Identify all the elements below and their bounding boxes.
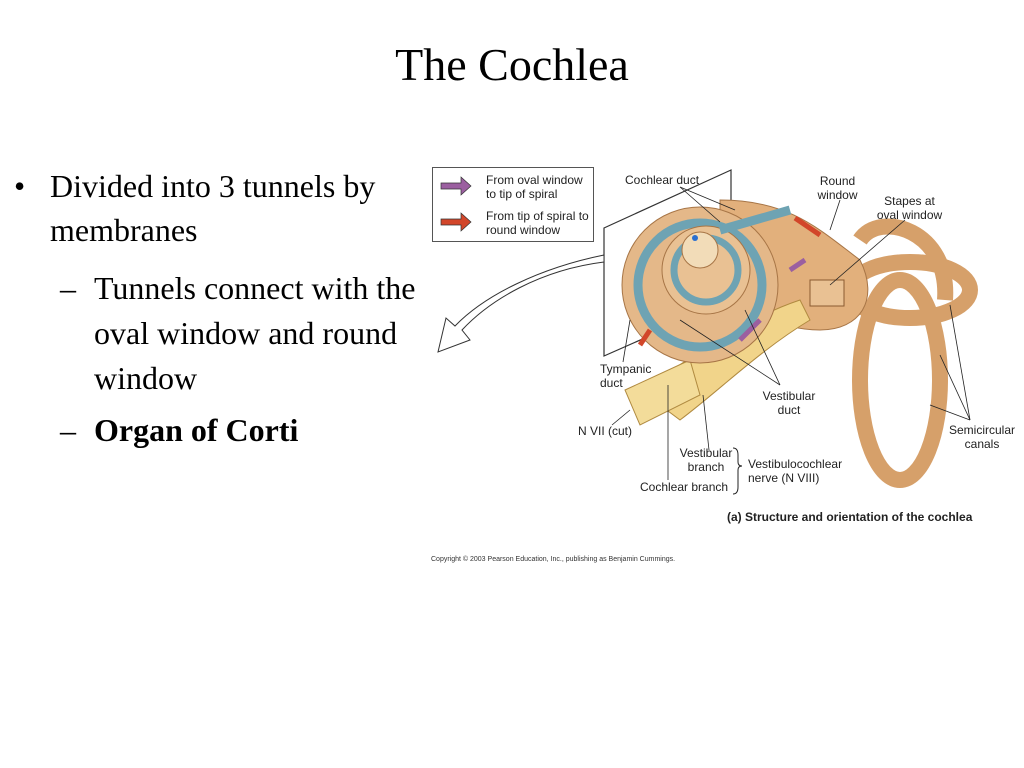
label-semicircular-canals: Semicircular canals xyxy=(948,423,1015,451)
label-n-vii: N VII (cut) xyxy=(578,424,633,438)
sub-bullet-2: – Organ of Corti xyxy=(60,408,420,453)
label-vestibular-branch: Vestibular branch xyxy=(679,446,733,474)
label-tympanic-duct: Tympanic duct xyxy=(600,362,652,390)
label-cochlear-duct: Cochlear duct xyxy=(625,173,700,187)
bullet-marker: • xyxy=(14,168,26,204)
legend-tip-to-round: From tip of spiral to round window xyxy=(486,209,589,237)
legend-oval-to-tip: From oval window to tip of spiral xyxy=(486,173,583,201)
red-arrow-icon xyxy=(440,212,472,232)
figure-legend: From oval window to tip of spiral From t… xyxy=(432,167,594,242)
bullet-text: Tunnels connect with the oval window and… xyxy=(94,270,416,396)
figure-caption: (a) Structure and orientation of the coc… xyxy=(727,510,973,524)
label-cochlear-branch: Cochlear branch xyxy=(640,480,729,494)
label-round-window: Round window xyxy=(817,174,858,202)
bullet-text: Divided into 3 tunnels by membranes xyxy=(50,168,376,248)
sub-bullet-1: – Tunnels connect with the oval window a… xyxy=(60,266,420,401)
bullet-marker: – xyxy=(60,412,76,448)
bullet-1: • Divided into 3 tunnels by membranes xyxy=(14,164,414,252)
bullet-marker: – xyxy=(60,270,76,306)
label-stapes: Stapes at oval window xyxy=(876,194,943,222)
copyright-text: Copyright © 2003 Pearson Education, Inc.… xyxy=(431,556,676,563)
purple-arrow-icon xyxy=(440,176,472,196)
slide-title: The Cochlea xyxy=(395,39,629,90)
label-vestibular-duct: Vestibular duct xyxy=(762,389,816,417)
bullet-text: Organ of Corti xyxy=(94,412,299,448)
label-vestibulocochlear-nerve: Vestibulocochlear nerve (N VIII) xyxy=(748,457,843,485)
